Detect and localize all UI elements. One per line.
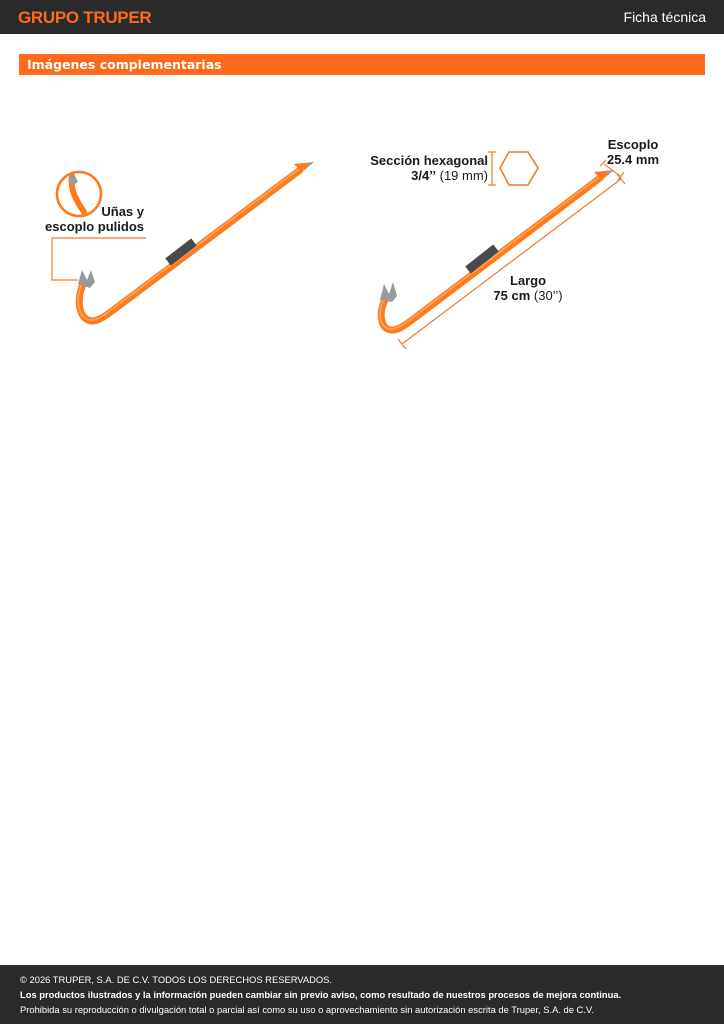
product-figures: Uñas y escoplo pulidos Sección hexagonal… bbox=[0, 120, 724, 360]
length-dimension-line bbox=[397, 173, 626, 350]
section-title: Imágenes complementarias bbox=[27, 57, 222, 72]
hex-section-label: Sección hexagonal 3/4’’ (19 mm) bbox=[370, 153, 488, 183]
document-type: Ficha técnica bbox=[623, 9, 706, 25]
right-wrecking-bar bbox=[377, 170, 614, 334]
left-wrecking-bar bbox=[75, 162, 314, 325]
footer-copyright: © 2026 TRUPER, S.A. DE C.V. TODOS LOS DE… bbox=[20, 974, 333, 985]
brand-logo: GRUPO TRUPER bbox=[18, 8, 152, 27]
top-bar: GRUPO TRUPER Ficha técnica bbox=[0, 0, 724, 34]
product-illustration bbox=[51, 151, 626, 350]
hexagon-section-icon bbox=[488, 151, 539, 186]
section-header: Imágenes complementarias bbox=[19, 54, 705, 75]
claw-detail-callout bbox=[51, 170, 146, 281]
claw-callout-label: Uñas y escoplo pulidos bbox=[45, 204, 144, 234]
length-label: Largo 75 cm (30’’) bbox=[493, 273, 563, 303]
footer-notice: Los productos ilustrados y la informació… bbox=[20, 989, 622, 1000]
footer: © 2026 TRUPER, S.A. DE C.V. TODOS LOS DE… bbox=[0, 965, 724, 1024]
footer-prohibition: Prohibida su reproducción o divulgación … bbox=[20, 1004, 594, 1015]
tip-width-label: Escoplo 25.4 mm bbox=[606, 137, 660, 167]
